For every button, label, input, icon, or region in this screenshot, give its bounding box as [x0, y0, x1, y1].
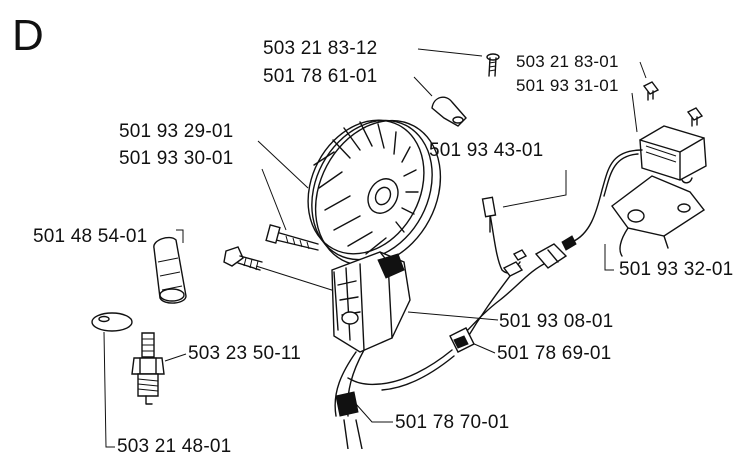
leader-501485401 — [176, 230, 183, 243]
leader-501930801 — [408, 312, 498, 320]
connector-icon — [483, 197, 496, 232]
bracket-icon — [612, 176, 704, 256]
leader-hex-bolt — [256, 266, 338, 292]
part-label-503-21-48-01: 503 21 48-01 — [117, 436, 232, 457]
section-letter: D — [12, 11, 44, 60]
leader-503218312 — [418, 49, 482, 56]
leader-501786901 — [472, 343, 495, 353]
part-label-501-93-29-01: 501 93 29-01 — [119, 121, 234, 142]
module-screw-icon — [644, 82, 702, 126]
part-label-501-78-61-01: 501 78 61-01 — [263, 66, 378, 87]
control-module-icon — [640, 126, 706, 183]
part-label-501-93-08-01: 501 93 08-01 — [499, 311, 614, 332]
part-label-503-21-83-01: 503 21 83-01 — [516, 52, 619, 71]
part-label-501-93-30-01: 501 93 30-01 — [119, 148, 234, 169]
leader-503235011 — [165, 354, 186, 361]
part-label-501-93-43-01: 501 93 43-01 — [429, 140, 544, 161]
part-label-501-48-54-01: 501 48 54-01 — [33, 226, 148, 247]
washer-icon — [92, 313, 132, 331]
inline-connector-icon — [450, 328, 474, 352]
part-label-501-78-70-01: 501 78 70-01 — [395, 412, 510, 433]
part-label-501-78-69-01: 501 78 69-01 — [497, 343, 612, 364]
hex-bolt-icon — [224, 247, 262, 270]
leader-501786101 — [414, 77, 432, 96]
flywheel-icon — [285, 99, 464, 288]
leader-501932901 — [258, 141, 308, 188]
wiring-icon — [348, 150, 642, 390]
spark-plug-boot-icon — [154, 238, 186, 304]
ignition-coil-icon — [332, 252, 410, 449]
part-label-503-23-50-11: 503 23 50-11 — [188, 343, 301, 364]
part-label-501-93-31-01: 501 93 31-01 — [516, 76, 619, 95]
leader-501933101 — [632, 93, 637, 132]
leader-lines — [104, 49, 646, 447]
part-label-503-21-83-12: 503 21 83-12 — [263, 38, 378, 59]
plug-connector-icon — [504, 236, 576, 276]
flywheel-screw-icon — [266, 225, 318, 250]
top-screw-icon — [487, 54, 499, 76]
leader-503218301 — [640, 62, 646, 78]
leader-501933001 — [262, 169, 286, 230]
leader-503214801 — [104, 332, 115, 447]
leader-501934301 — [503, 170, 566, 207]
leader-501787001 — [356, 404, 393, 422]
part-label-501-93-32-01: 501 93 32-01 — [619, 259, 734, 280]
spark-plug-icon — [132, 333, 164, 404]
leader-501933201 — [605, 244, 614, 270]
clamp-icon — [432, 97, 466, 126]
